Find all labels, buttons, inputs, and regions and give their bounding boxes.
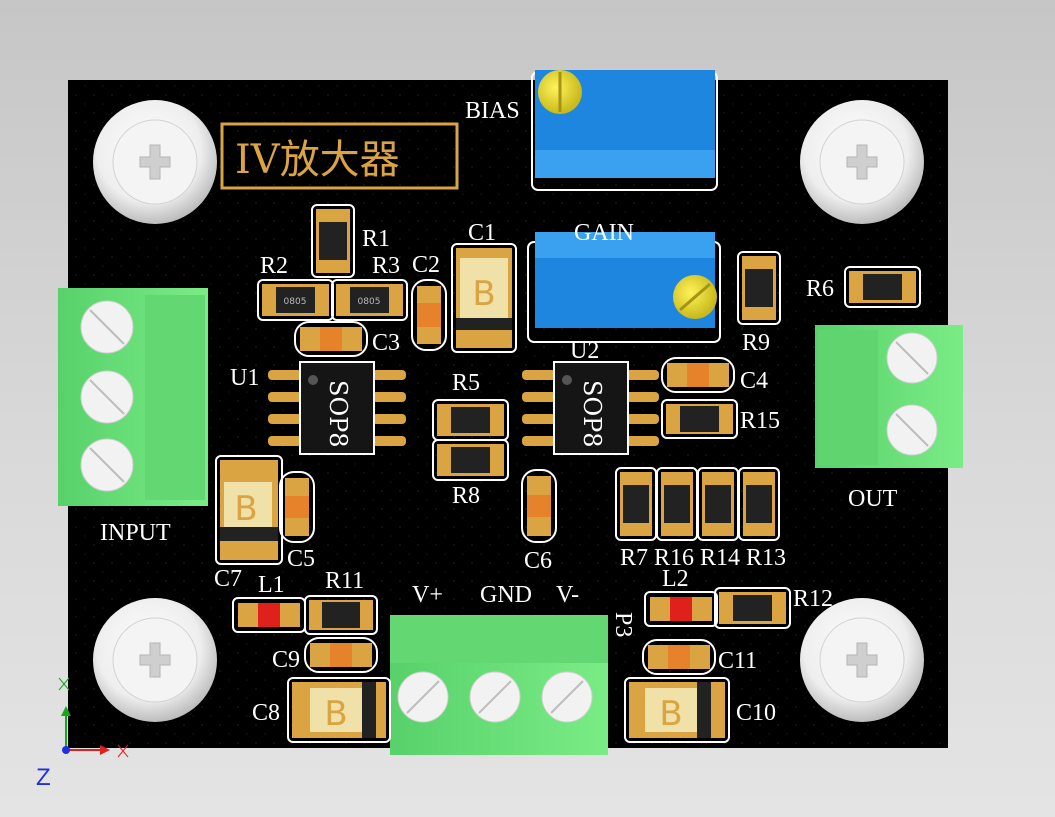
ic-u1[interactable]: SOP8 [268, 361, 406, 455]
r13-label: R13 [746, 545, 786, 571]
c8-label: C8 [252, 700, 280, 726]
c9-label: C9 [272, 647, 300, 673]
capacitor-c6[interactable] [521, 469, 557, 543]
resistor-r14[interactable] [697, 467, 739, 541]
gain-potentiometer[interactable] [527, 232, 721, 343]
r1-label: R1 [362, 226, 390, 252]
ic-marking: SOP8 [578, 380, 606, 448]
r9-label: R9 [742, 330, 770, 356]
p3-label: P3 [610, 612, 636, 637]
out-label: OUT [848, 486, 898, 512]
r14-label: R14 [700, 545, 740, 571]
resistor-r5[interactable] [432, 399, 509, 441]
c5-label: C5 [287, 546, 315, 572]
resistor-r3[interactable]: 0805 [331, 279, 408, 321]
tantalum-capacitor-c10[interactable]: B [624, 677, 730, 743]
resistor-r2[interactable]: 0805 [257, 279, 334, 321]
inductor-l2[interactable] [644, 591, 718, 627]
c7-label: C7 [214, 566, 242, 592]
c10-label: C10 [736, 700, 776, 726]
capacitor-c9[interactable] [304, 637, 378, 673]
c6-label: C6 [524, 548, 552, 574]
resistor-r7[interactable] [615, 467, 657, 541]
l2-label: L2 [662, 566, 689, 592]
r16-label: R16 [654, 545, 694, 571]
resistor-r6[interactable] [844, 266, 921, 308]
u1-label: U1 [230, 365, 259, 391]
resistor-r11[interactable] [304, 595, 378, 635]
resistor-marking: 0805 [358, 297, 381, 307]
r3-label: R3 [372, 253, 400, 279]
resistor-r1[interactable] [311, 204, 355, 278]
gain-label: GAIN [574, 220, 634, 246]
input-terminal-block[interactable] [58, 288, 208, 506]
z-axis-label: Z [36, 764, 51, 791]
capacitor-c5[interactable] [279, 471, 315, 543]
r8-label: R8 [452, 483, 480, 509]
mounting-screw-icon [800, 598, 924, 722]
resistor-r15[interactable] [661, 399, 738, 439]
tantalum-capacitor-c7[interactable]: B [215, 455, 283, 565]
ic-marking: SOP8 [324, 380, 352, 448]
r12-label: R12 [793, 586, 833, 612]
r15-label: R15 [740, 408, 780, 434]
capacitor-c4[interactable] [661, 357, 735, 393]
resistor-marking: 0805 [284, 297, 307, 307]
mounting-screw-icon [800, 100, 924, 224]
r2-label: R2 [260, 253, 288, 279]
power-terminal-block[interactable] [390, 615, 608, 755]
capacitor-c3[interactable] [294, 321, 368, 357]
u2-label: U2 [570, 338, 599, 364]
bias-potentiometer[interactable] [531, 70, 718, 191]
axis-gizmo [58, 677, 129, 758]
resistor-r13[interactable] [738, 467, 780, 541]
resistor-r12[interactable] [714, 587, 791, 629]
resistor-r9[interactable] [737, 251, 781, 325]
r7-label: R7 [620, 545, 648, 571]
gnd-label: GND [480, 582, 532, 608]
mounting-screw-icon [93, 598, 217, 722]
c3-label: C3 [372, 330, 400, 356]
input-label: INPUT [100, 520, 171, 546]
resistor-r16[interactable] [656, 467, 698, 541]
bias-label: BIAS [465, 98, 520, 124]
tantalum-capacitor-c8[interactable]: B [287, 677, 391, 743]
inductor-l1[interactable] [232, 597, 306, 633]
r5-label: R5 [452, 370, 480, 396]
board-title: IV放大器 [220, 122, 459, 190]
c2-label: C2 [412, 252, 440, 278]
l1-label: L1 [258, 572, 285, 598]
tantalum-marking: B [234, 489, 257, 529]
mounting-screw-icon [93, 100, 217, 224]
vplus-label: V+ [412, 582, 443, 608]
out-terminal-block[interactable] [815, 325, 963, 468]
ic-u2[interactable]: SOP8 [522, 361, 659, 455]
c11-label: C11 [718, 648, 757, 674]
capacitor-c2[interactable] [411, 279, 447, 351]
c4-label: C4 [740, 368, 768, 394]
tantalum-marking: B [659, 694, 682, 734]
tantalum-capacitor-c1[interactable]: B [451, 243, 517, 353]
c1-label: C1 [468, 220, 496, 246]
board-title-text: IV放大器 [235, 137, 400, 183]
r11-label: R11 [325, 568, 364, 594]
resistor-r8[interactable] [432, 439, 509, 481]
r6-label: R6 [806, 276, 834, 302]
tantalum-marking: B [324, 694, 347, 734]
tantalum-marking: B [472, 274, 495, 314]
capacitor-c11[interactable] [642, 639, 716, 675]
vminus-label: V- [556, 582, 579, 608]
